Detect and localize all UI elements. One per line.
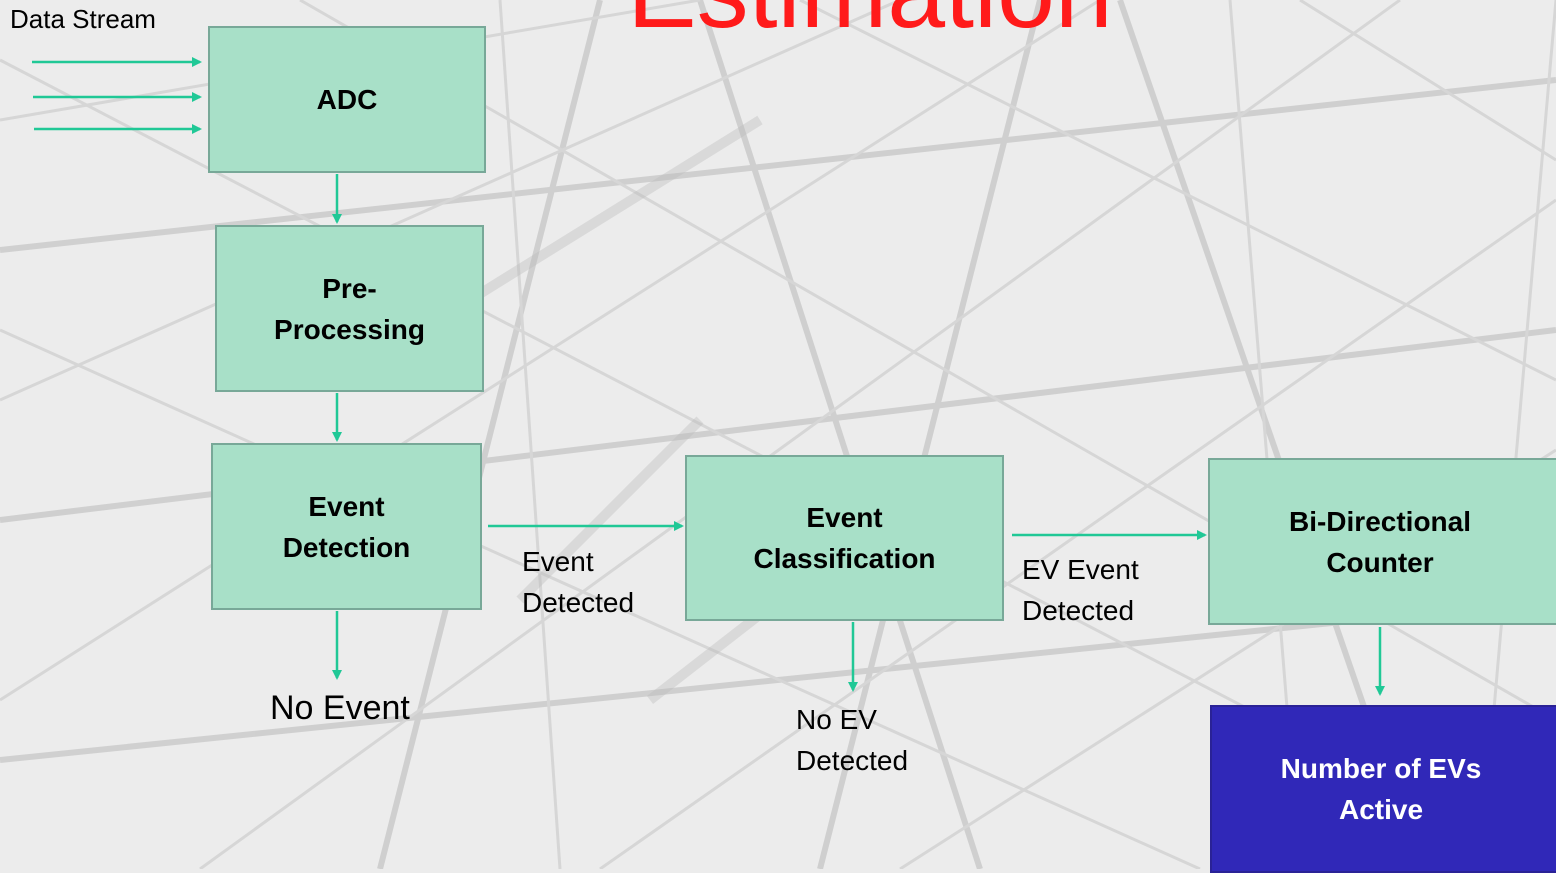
data-stream-label: Data Stream [10,4,156,34]
preprocessing-box[interactable]: Pre- Processing [215,225,484,392]
adc-label: ADC [316,84,378,115]
preprocessing-label: Pre- Processing [274,272,425,345]
slide-title: Estimation [560,0,1180,52]
no-ev-detected-label: No EV Detected [796,704,909,776]
event-detection-box[interactable]: Event Detection [211,443,482,610]
event-classification-label: Event Classification [753,502,936,574]
no-event-label: No Event [270,689,410,727]
adc-box[interactable]: ADC [208,26,486,173]
bi-directional-counter-box[interactable]: Bi-Directional Counter [1208,458,1556,625]
event-detected-label: Event Detected [522,546,635,618]
ev-event-detected-label: EV Event Detected [1022,554,1139,626]
number-of-evs-active-label: Number of EVs Active [1280,753,1482,825]
event-classification-box[interactable]: Event Classification [685,455,1004,621]
bi-directional-counter-label: Bi-Directional Counter [1288,505,1472,578]
event-detection-label: Event Detection [282,490,411,563]
number-of-evs-active-box[interactable]: Number of EVs Active [1210,705,1556,873]
